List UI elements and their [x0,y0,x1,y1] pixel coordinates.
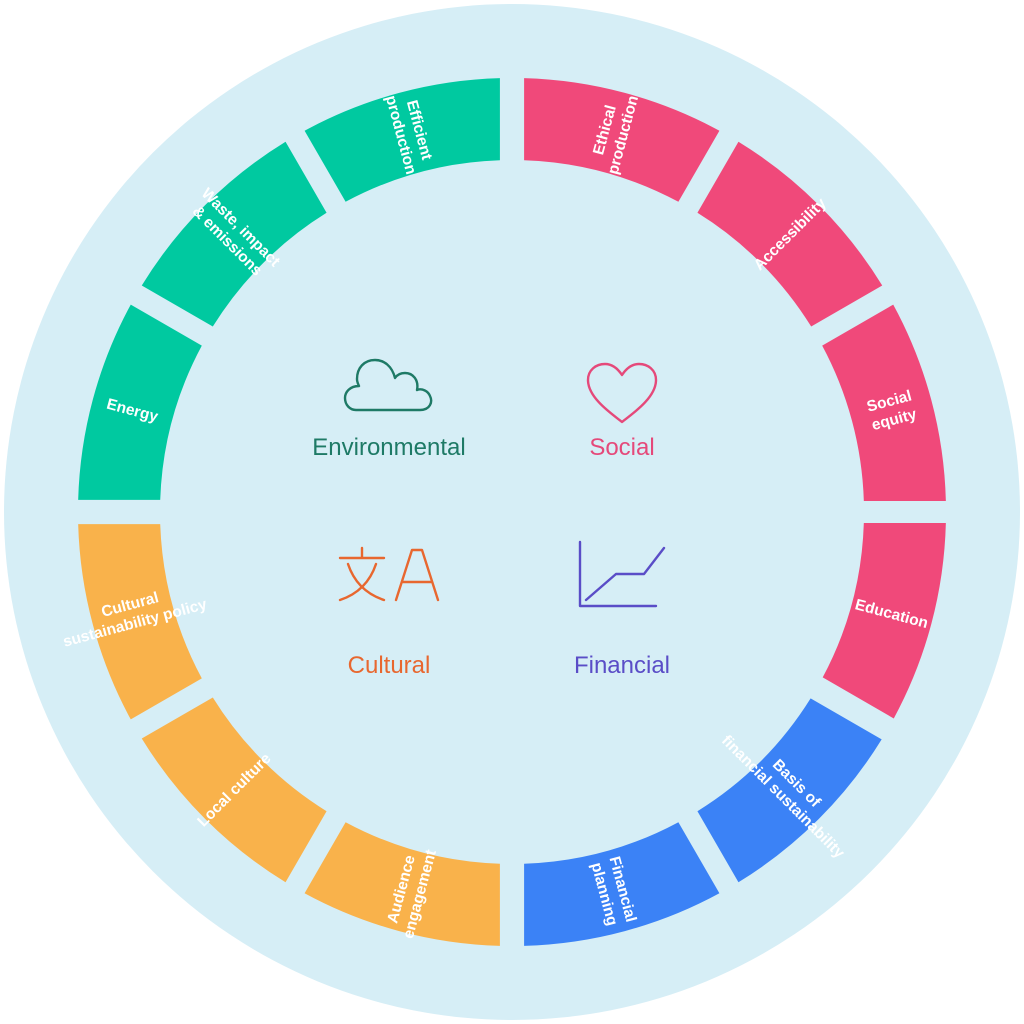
segment-social-0 [524,78,720,202]
cloud-icon [343,358,433,412]
financial-label: Financial [573,652,671,679]
social-label: Social [589,434,655,461]
segment-financial-5 [524,822,720,946]
segments-ring: EthicalproductionAccessibilitySocialequi… [61,78,946,946]
segment-social-1 [697,141,883,327]
background-disc [4,4,1020,1020]
environmental-label: Environmental [312,434,466,461]
cultural-label: Cultural [347,652,431,679]
segment-label-0: Ethicalproduction [586,89,642,176]
line-chart-icon [578,540,666,608]
segment-cultural-7 [141,697,327,883]
segment-cultural-8 [78,524,202,720]
segment-environmental-9 [78,304,202,500]
heart-icon [586,362,658,424]
segment-environmental-11 [304,78,500,202]
segment-cultural-6 [304,822,500,946]
segment-financial-4 [697,698,882,883]
translate-icon [338,546,440,602]
segment-social-3 [822,522,946,719]
segment-social-2 [822,304,946,502]
segment-environmental-10 [141,141,327,327]
